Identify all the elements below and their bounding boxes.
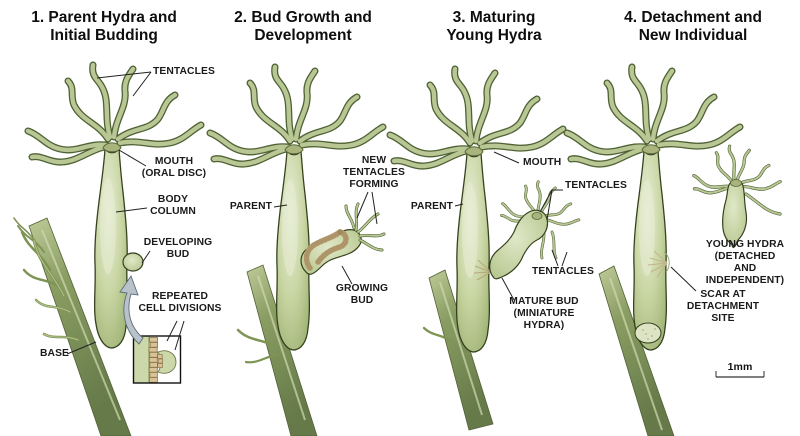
mature-bud-miniature-hydra <box>489 173 587 280</box>
label-parent-p2: PARENT <box>229 201 272 212</box>
label-base: BASE <box>40 348 70 359</box>
plant-stem-panel1 <box>13 217 132 436</box>
plant-stem-panel3 <box>422 269 494 431</box>
panel1-title: 1. Parent Hydra and Initial Budding <box>31 9 177 44</box>
cell-column <box>148 337 158 383</box>
parent-hydra-panel3 <box>390 69 563 353</box>
plant-stem-panel2 <box>236 264 318 436</box>
panel1-leader-lines <box>66 71 185 355</box>
label-tentacles-upper-p3: TENTACLES <box>565 180 627 191</box>
plant-stem-panel4 <box>598 265 675 436</box>
panel2-title: 2. Bud Growth and Development <box>234 9 372 44</box>
panel3-leader-lines <box>454 151 568 301</box>
label-parent-p3: PARENT <box>410 201 453 212</box>
plant-sprig-highlight <box>33 239 79 341</box>
label-tentacles-lower-p3: TENTACLES <box>532 266 594 277</box>
parent-hydra-panel2 <box>210 67 383 351</box>
bud-cell-band <box>303 229 349 271</box>
label-growing-bud: GROWING BUD <box>335 283 389 307</box>
scale-bar <box>715 371 765 378</box>
label-body-column: BODY COLUMN <box>150 194 196 218</box>
panel3-title: 3. Maturing Young Hydra <box>446 9 542 44</box>
panel3-illustration <box>390 69 587 431</box>
detachment-scar <box>647 250 670 278</box>
inset-frame <box>132 335 182 384</box>
cell-division-inset <box>132 335 182 384</box>
mouth-oral-disc <box>102 142 122 153</box>
label-mature-bud: MATURE BUD (MINIATURE HYDRA) <box>509 296 579 332</box>
label-tentacles-p1: TENTACLES <box>153 66 215 77</box>
label-mouth-p3: MOUTH <box>523 157 562 168</box>
label-scar-detachment: SCAR AT DETACHMENT SITE <box>686 289 760 325</box>
attachment-fan <box>473 259 492 281</box>
panel4-illustration <box>567 67 785 436</box>
parent-hydra-panel4 <box>567 67 740 351</box>
label-new-tentacles-forming: NEW TENTACLES FORMING <box>343 155 405 191</box>
panel2-leader-lines <box>273 191 378 285</box>
scale-bar-label: 1mm <box>727 361 753 373</box>
panel4-title: 4. Detachment and New Individual <box>624 9 762 44</box>
developing-bud <box>122 252 144 272</box>
panel1-illustration <box>13 65 201 436</box>
base-stipple <box>634 322 662 344</box>
label-mouth-oral-disc: MOUTH (ORAL DISC) <box>141 156 207 180</box>
cell-division-arrow-icon <box>119 275 144 345</box>
young-hydra <box>690 141 785 249</box>
label-developing-bud: DEVELOPING BUD <box>143 237 213 261</box>
label-repeated-cell-divisions: REPEATED CELL DIVISIONS <box>138 291 222 315</box>
label-young-hydra: YOUNG HYDRA (DETACHED AND INDEPENDENT) <box>705 239 785 287</box>
panel2-illustration <box>210 67 384 436</box>
growing-bud <box>300 202 386 275</box>
panel4-leader-lines <box>670 266 697 292</box>
